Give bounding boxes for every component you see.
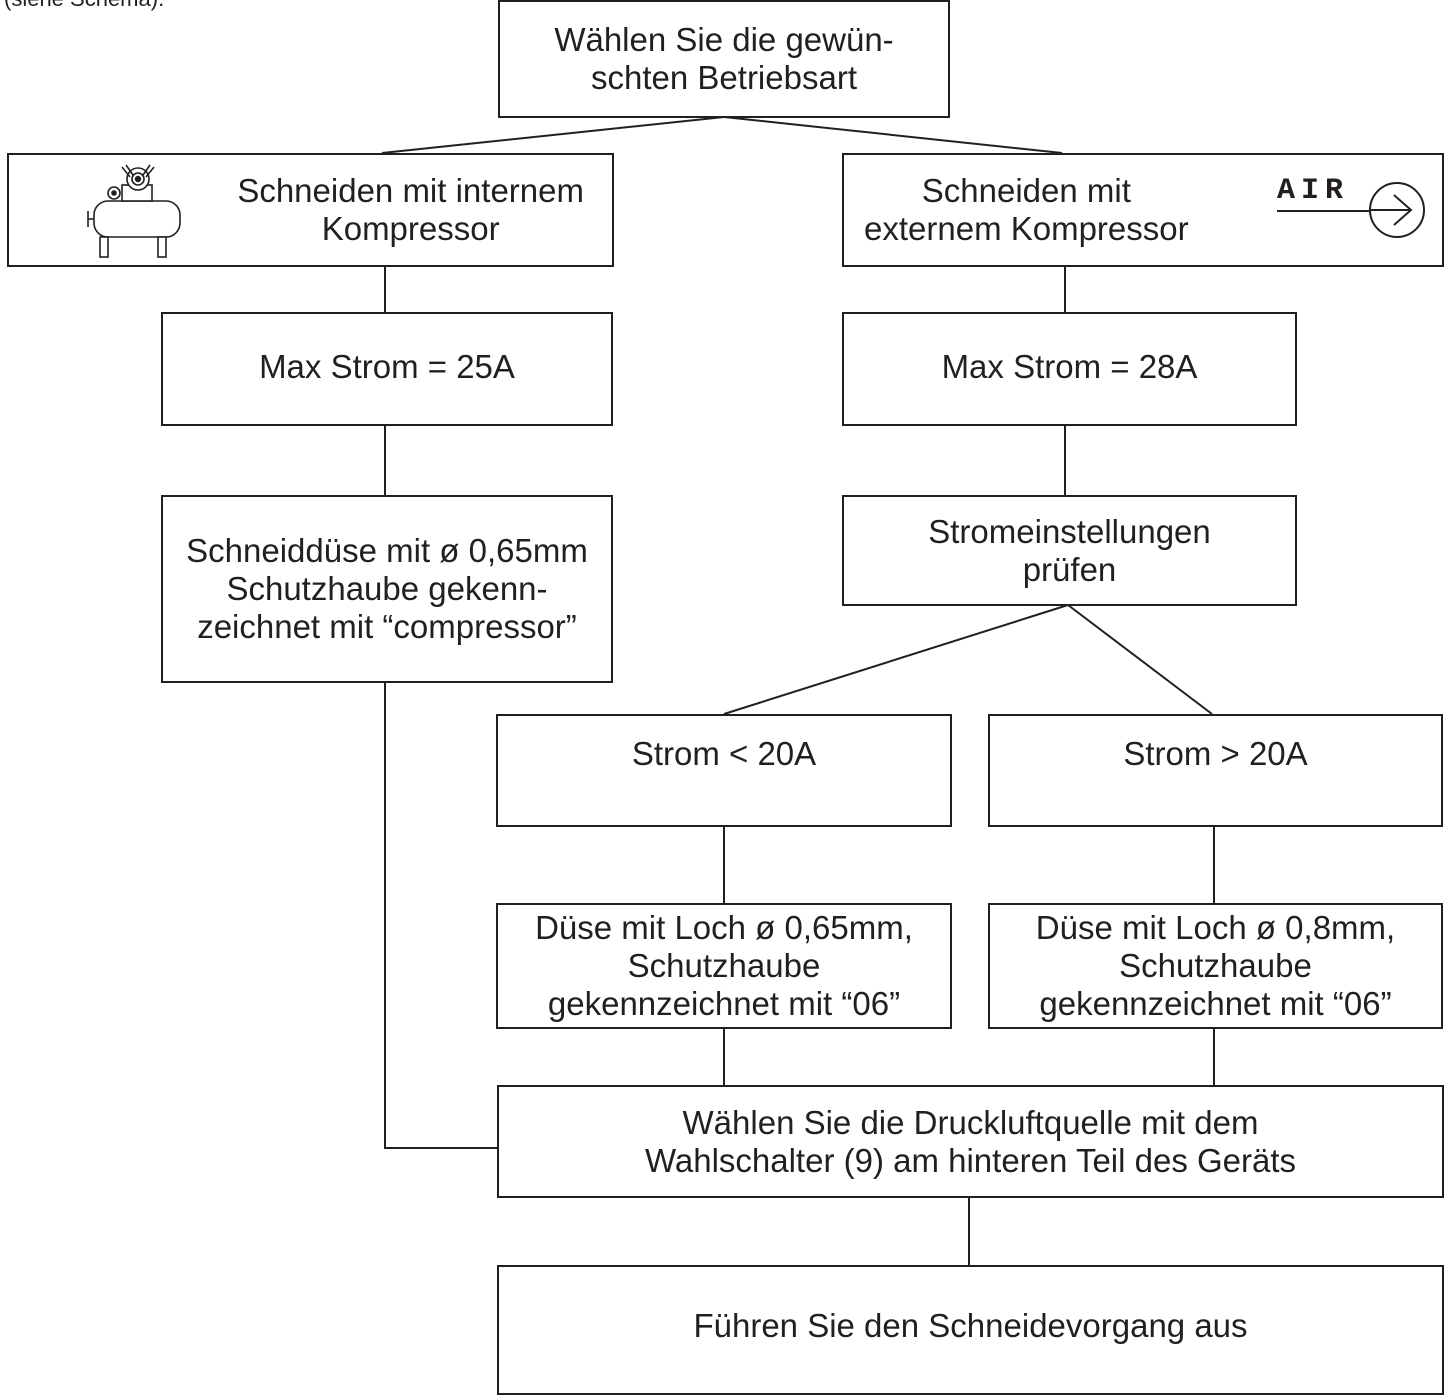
node-nozzle-08: Düse mit Loch ø 0,8mm, Schutzhaube geken… bbox=[988, 903, 1443, 1029]
node-current-below-20: Strom < 20A bbox=[496, 714, 952, 827]
compressor-icon bbox=[87, 164, 181, 258]
connector-internal-select bbox=[384, 682, 498, 1149]
node-perform-cutting: Führen Sie den Schneidevorgang aus bbox=[497, 1265, 1444, 1395]
page-note: (siehe Schema). bbox=[4, 0, 164, 12]
node-current-above-20: Strom > 20A bbox=[988, 714, 1443, 827]
connector-mode-internal bbox=[381, 116, 725, 154]
air-underline bbox=[1277, 210, 1369, 212]
connector-mode-external bbox=[723, 116, 1063, 154]
connector-check-gt20 bbox=[1067, 604, 1213, 715]
air-badge: AIR bbox=[1277, 166, 1427, 246]
node-select-mode: Wählen Sie die gewün- schten Betriebsart bbox=[498, 0, 950, 118]
air-label: AIR bbox=[1277, 174, 1350, 208]
node-nozzle-065: Düse mit Loch ø 0,65mm, Schutzhaube geke… bbox=[496, 903, 952, 1029]
node-nozzle-internal: Schneiddüse mit ø 0,65mm Schutzhaube gek… bbox=[161, 495, 613, 683]
connector-check-lt20 bbox=[723, 604, 1069, 715]
node-check-current: Stromeinstellungen prüfen bbox=[842, 495, 1297, 606]
air-arrow-icon bbox=[1369, 182, 1425, 238]
node-select-air-source: Wählen Sie die Druckluftquelle mit dem W… bbox=[497, 1085, 1444, 1198]
node-max-current-28: Max Strom = 28A bbox=[842, 312, 1297, 426]
node-max-current-25: Max Strom = 25A bbox=[161, 312, 613, 426]
